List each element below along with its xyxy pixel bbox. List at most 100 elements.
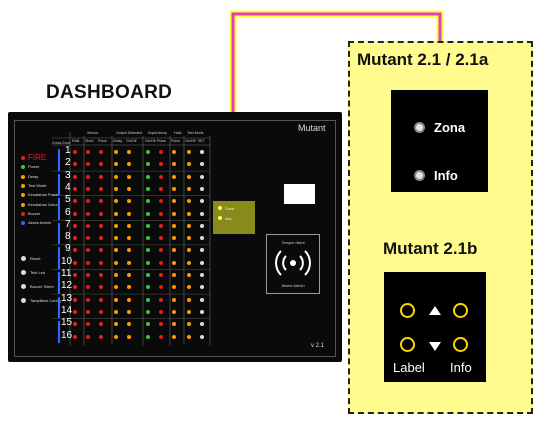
ring-top-left[interactable] [400, 303, 415, 318]
zone-indicator-dot [114, 150, 118, 154]
rfid-icon [275, 250, 311, 276]
zone-indicator-dot [172, 260, 176, 265]
zone-indicator-dot [99, 223, 103, 228]
zone-indicator-dot [200, 334, 204, 339]
status-led [21, 165, 25, 170]
zone-indicator-dot [187, 297, 191, 302]
zone-number: 12 [61, 280, 73, 292]
zone-indicator-dot [200, 223, 204, 228]
zone-indicator-dot [99, 260, 103, 265]
panel-button[interactable] [21, 256, 26, 261]
zone-indicator-dot [172, 150, 176, 154]
zone-indicator-dot [86, 285, 90, 290]
zone-indicator-dot [99, 186, 103, 191]
zone-indicator-dot [187, 236, 191, 241]
zone-indicator-dot [200, 162, 204, 167]
zone-indicator-dot [86, 309, 90, 314]
zone-number: 4 [65, 181, 71, 193]
cross-zone-bar [58, 272, 60, 294]
zone-indicator-dot [200, 248, 204, 253]
zone-indicator-dot [127, 322, 131, 327]
zone-indicator-dot [127, 186, 131, 191]
ring-bottom-right[interactable] [453, 337, 468, 352]
zone-indicator-dot [172, 297, 176, 302]
zone-indicator-dot [114, 334, 118, 339]
zone-indicator-dot [172, 322, 176, 327]
zone-indicator-dot [127, 260, 131, 265]
zone-indicator-dot [73, 297, 77, 302]
zone-indicator-dot [86, 223, 90, 228]
cross-zone-bar [58, 321, 60, 343]
module-label-zona: Zona [225, 206, 235, 211]
info-caption: Info [450, 360, 472, 375]
zone-indicator-dot [200, 297, 204, 302]
status-label: Buzzer [28, 210, 41, 216]
arrow-up-icon[interactable] [428, 305, 442, 317]
zone-indicator-dot [114, 273, 118, 277]
zone-indicator-dot [172, 236, 176, 241]
zone-indicator-dot [86, 248, 90, 253]
zone-indicator-dot [127, 211, 131, 216]
sub-header: Pulse [157, 139, 166, 143]
dashboard-title: DASHBOARD [46, 82, 173, 103]
zone-indicator-dot [73, 211, 77, 216]
cross-zone-bar [58, 149, 60, 171]
zone-indicator-dot [73, 322, 77, 327]
zone-indicator-dot [86, 334, 90, 339]
zone-indicator-dot [159, 260, 163, 265]
zone-indicator-dot [146, 309, 150, 314]
zone-indicator-dot [73, 273, 77, 277]
mutant-21-title: Mutant 2.1 / 2.1a [357, 50, 489, 69]
sub-header: Short [85, 139, 94, 143]
zone-indicator-dot [99, 248, 103, 253]
col-header-sensor: Sensor [87, 131, 99, 135]
zone-indicator-dot [200, 199, 204, 204]
zone-indicator-dot [187, 223, 191, 228]
zone-indicator-dot [114, 223, 118, 228]
zone-indicator-dot [159, 285, 163, 290]
zone-number: 13 [61, 292, 73, 304]
panel-button-label: Buzzer Silent [30, 284, 54, 289]
arrow-down-icon[interactable] [428, 340, 442, 352]
zone-number: 3 [65, 169, 71, 181]
rfid-reader[interactable] [266, 234, 320, 294]
zone-indicator-dot [73, 199, 77, 204]
panel-button[interactable] [21, 298, 26, 303]
zone-indicator-dot [187, 285, 191, 290]
zone-indicator-dot [159, 223, 163, 228]
zone-indicator-dot [114, 322, 118, 327]
panel-button[interactable] [21, 270, 26, 275]
status-label: FIRE [28, 153, 47, 162]
zone-indicator-dot [99, 273, 103, 277]
zone-number: 14 [61, 304, 73, 316]
zone-indicator-dot [114, 248, 118, 253]
zone-indicator-dot [146, 199, 150, 204]
zone-number: 1 [65, 145, 71, 156]
zone-number: 9 [65, 243, 71, 255]
module-label-info: Info [225, 216, 232, 221]
zone-indicator-dot [172, 273, 176, 277]
zone-indicator-dot [114, 297, 118, 302]
status-led [21, 156, 25, 160]
panel-button[interactable] [21, 284, 26, 289]
zone-indicator-dot [86, 322, 90, 327]
zone-indicator-dot [159, 199, 163, 204]
zone-indicator-dot [114, 285, 118, 290]
zone-number: 10 [61, 255, 73, 267]
ring-top-right[interactable] [453, 303, 468, 318]
zone-indicator-dot [127, 199, 131, 204]
zone-number: 11 [61, 268, 72, 279]
panel-button-label: Test Led [30, 270, 46, 275]
zone-indicator-dot [127, 297, 131, 302]
zone-indicator-dot [172, 162, 176, 167]
zona-label: Zona [434, 120, 466, 135]
zone-indicator-dot [73, 186, 77, 191]
zone-indicator-dot [99, 309, 103, 314]
ring-bottom-left[interactable] [400, 337, 415, 352]
zone-indicator-dot [187, 150, 191, 154]
zone-indicator-dot [86, 186, 90, 191]
zone-indicator-dot [146, 174, 150, 179]
zone-indicator-dot [99, 285, 103, 290]
zone-indicator-dot [187, 309, 191, 314]
